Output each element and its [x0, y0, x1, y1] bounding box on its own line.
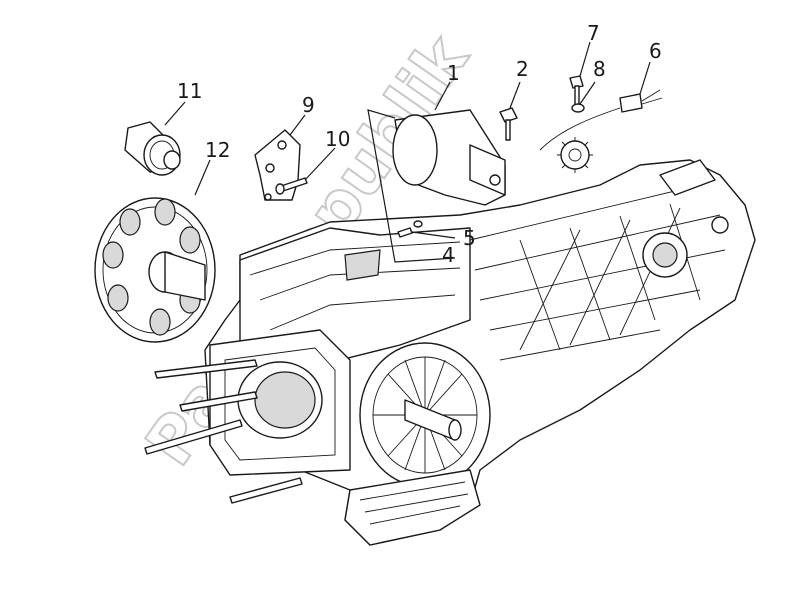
crankcase: [144, 159, 756, 546]
callout-2: 2: [516, 57, 529, 81]
callout-9: 9: [302, 93, 315, 117]
callout-12: 12: [205, 138, 230, 162]
idler-gear: [124, 121, 181, 176]
callout-5: 5: [463, 226, 476, 250]
washer-8: [571, 103, 585, 113]
starter-motor: [392, 109, 506, 206]
callout-4: 4: [442, 243, 455, 267]
callout-1: 1: [447, 61, 460, 85]
bolt-2: [499, 107, 518, 141]
callout-labels: 1 2 4 5 6 7 8 9 10 11 12: [177, 21, 662, 267]
bracket: [254, 129, 301, 201]
screw-10: [275, 177, 308, 195]
starter-sprocket: [94, 197, 216, 343]
callout-10: 10: [325, 127, 350, 151]
callout-6: 6: [649, 39, 662, 63]
screw-5: [397, 220, 423, 238]
leader-lines: [164, 41, 651, 263]
callout-8: 8: [593, 57, 606, 81]
gear-icon: [557, 137, 593, 173]
cable-6: [539, 89, 663, 151]
callout-7: 7: [587, 21, 600, 45]
callout-11: 11: [177, 79, 202, 103]
